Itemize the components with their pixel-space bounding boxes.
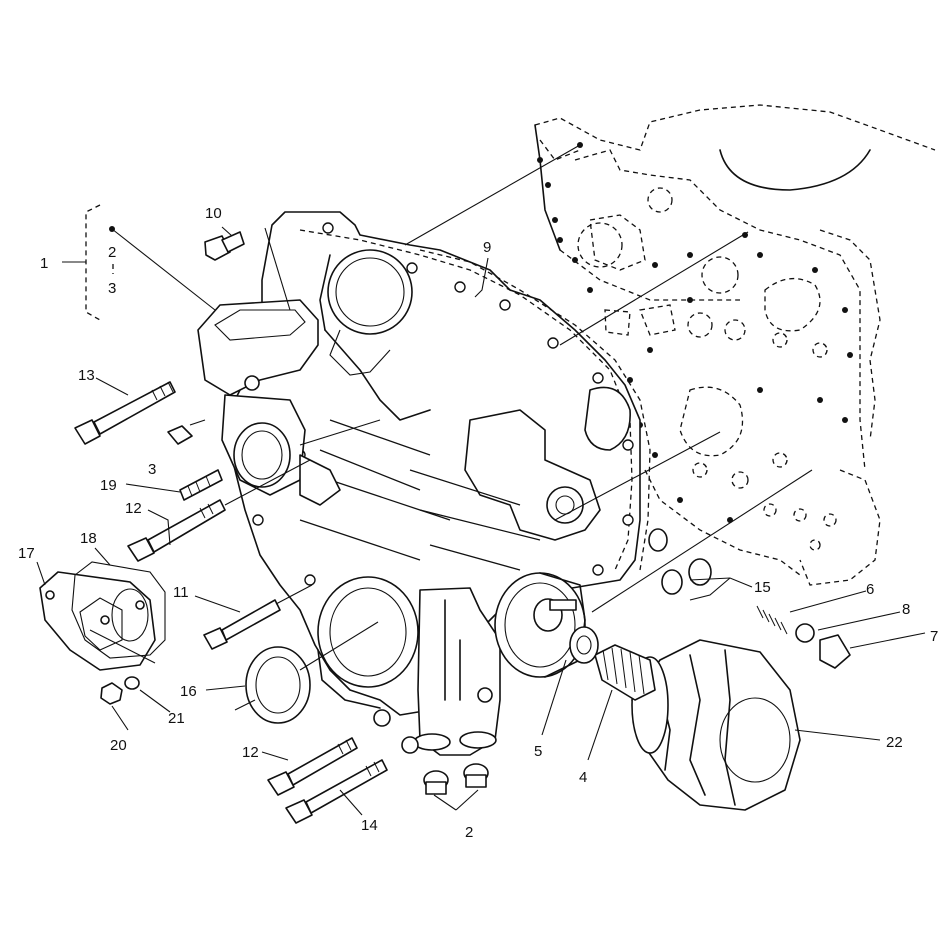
part-19-stud: [179, 469, 223, 501]
callout-10: 10: [205, 205, 222, 222]
callout-15: 15: [754, 579, 771, 596]
callout-18: 18: [80, 530, 97, 547]
part-3-plug: [167, 425, 193, 445]
upper-housing: [197, 299, 341, 506]
callout-7: 7: [930, 628, 938, 645]
part-16-oil-seal: [245, 646, 311, 724]
part-7-plug: [819, 634, 851, 669]
part-11-bolt: [203, 599, 281, 650]
part-14-bolt: [285, 759, 388, 824]
callout-19: 19: [100, 477, 117, 494]
callout-1-bracket: [62, 204, 115, 321]
part-20-nut: [100, 682, 123, 705]
callout-9: 9: [483, 239, 491, 256]
callout-17: 17: [18, 545, 35, 562]
callout-14: 14: [361, 817, 378, 834]
callout-21: 21: [168, 710, 185, 727]
crank-pulley: [494, 572, 586, 678]
callout-22: 22: [886, 734, 903, 751]
part-15-o-rings: [648, 528, 712, 595]
callout-2-top: 2: [108, 244, 116, 261]
part-18-gasket: [71, 561, 166, 659]
callout-6: 6: [866, 581, 874, 598]
part-5-washer: [569, 626, 599, 664]
callout-labels: 1 2 3 10 9 13 3 19 12 18 17 11 15 6 8 7 …: [18, 205, 938, 841]
leader-lines: [36, 144, 926, 816]
part-21-washer: [124, 676, 140, 690]
part-2-plugs-lower: [423, 763, 489, 795]
callout-11: 11: [173, 584, 189, 601]
callout-5: 5: [534, 743, 542, 760]
callout-3-top: 3: [108, 280, 116, 297]
callout-4: 4: [579, 769, 587, 786]
callout-16: 16: [180, 683, 197, 700]
callout-12-upper: 12: [125, 500, 142, 517]
callout-20: 20: [110, 737, 127, 754]
callout-1: 1: [40, 255, 48, 272]
part-17-cover-plate: [39, 571, 156, 671]
part-12-bolt-lower: [267, 737, 358, 796]
callout-13: 13: [78, 367, 95, 384]
engine-block: [534, 104, 936, 586]
part-10-bolt: [204, 231, 245, 261]
callout-12-lower: 12: [242, 744, 259, 761]
callout-2-bottom: 2: [465, 824, 473, 841]
part-22-oil-filter: [631, 639, 801, 811]
part-8-ball: [795, 623, 815, 643]
callout-3-mid: 3: [148, 461, 156, 478]
part-13-bolt: [74, 381, 176, 445]
part-4-adapter-stud: [594, 644, 656, 701]
callout-8: 8: [902, 601, 910, 618]
part-12-bolt-upper: [127, 499, 226, 562]
part-6-spring: [756, 605, 788, 635]
